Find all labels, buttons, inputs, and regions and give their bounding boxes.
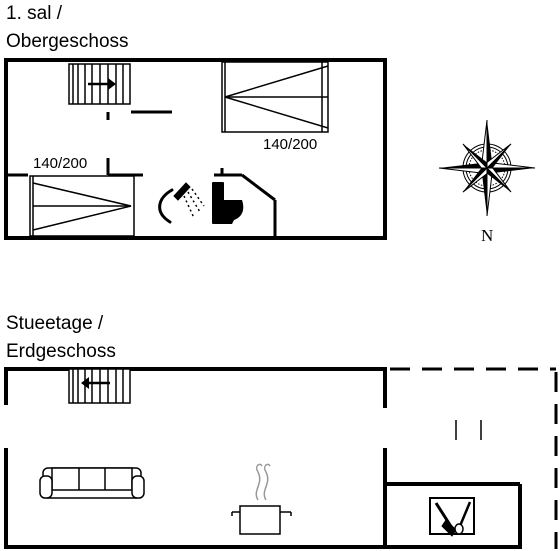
stair-arrow-right-icon xyxy=(108,78,116,90)
terrace-posts xyxy=(455,420,482,440)
upper-floor-plan: 140/200 140/200 xyxy=(4,58,387,240)
ground-floor-label: Stueetage / Erdgeschoss xyxy=(6,310,116,366)
compass-north-label: N xyxy=(481,226,493,245)
compass-rose-icon xyxy=(438,119,536,217)
bed-upper-right xyxy=(221,61,329,133)
sofa-icon xyxy=(39,467,145,499)
ground-floor-label-line1: Stueetage / xyxy=(6,313,104,334)
ground-floor-label-line2: Erdgeschoss xyxy=(6,341,116,362)
upper-staircase xyxy=(68,63,131,105)
ground-floor-plan xyxy=(4,367,558,549)
toilet-icon xyxy=(212,182,244,224)
ground-staircase xyxy=(68,368,131,404)
cooking-pot-icon xyxy=(231,463,292,535)
upper-floor-label-line1: 1. sal / xyxy=(6,3,62,24)
bed-size-upper-right: 140/200 xyxy=(263,136,317,153)
bed-size-upper-left: 140/200 xyxy=(33,155,87,172)
upper-floor-label: 1. sal / Obergeschoss xyxy=(6,0,129,56)
bed-upper-left xyxy=(29,175,135,237)
upper-floor-label-line2: Obergeschoss xyxy=(6,31,129,52)
shower-icon xyxy=(158,182,205,224)
upper-outer-walls xyxy=(4,58,387,240)
stair-arrow-left-icon xyxy=(81,377,89,389)
utility-broom-icon xyxy=(429,497,475,537)
terrace-dashed-outline xyxy=(390,367,558,549)
